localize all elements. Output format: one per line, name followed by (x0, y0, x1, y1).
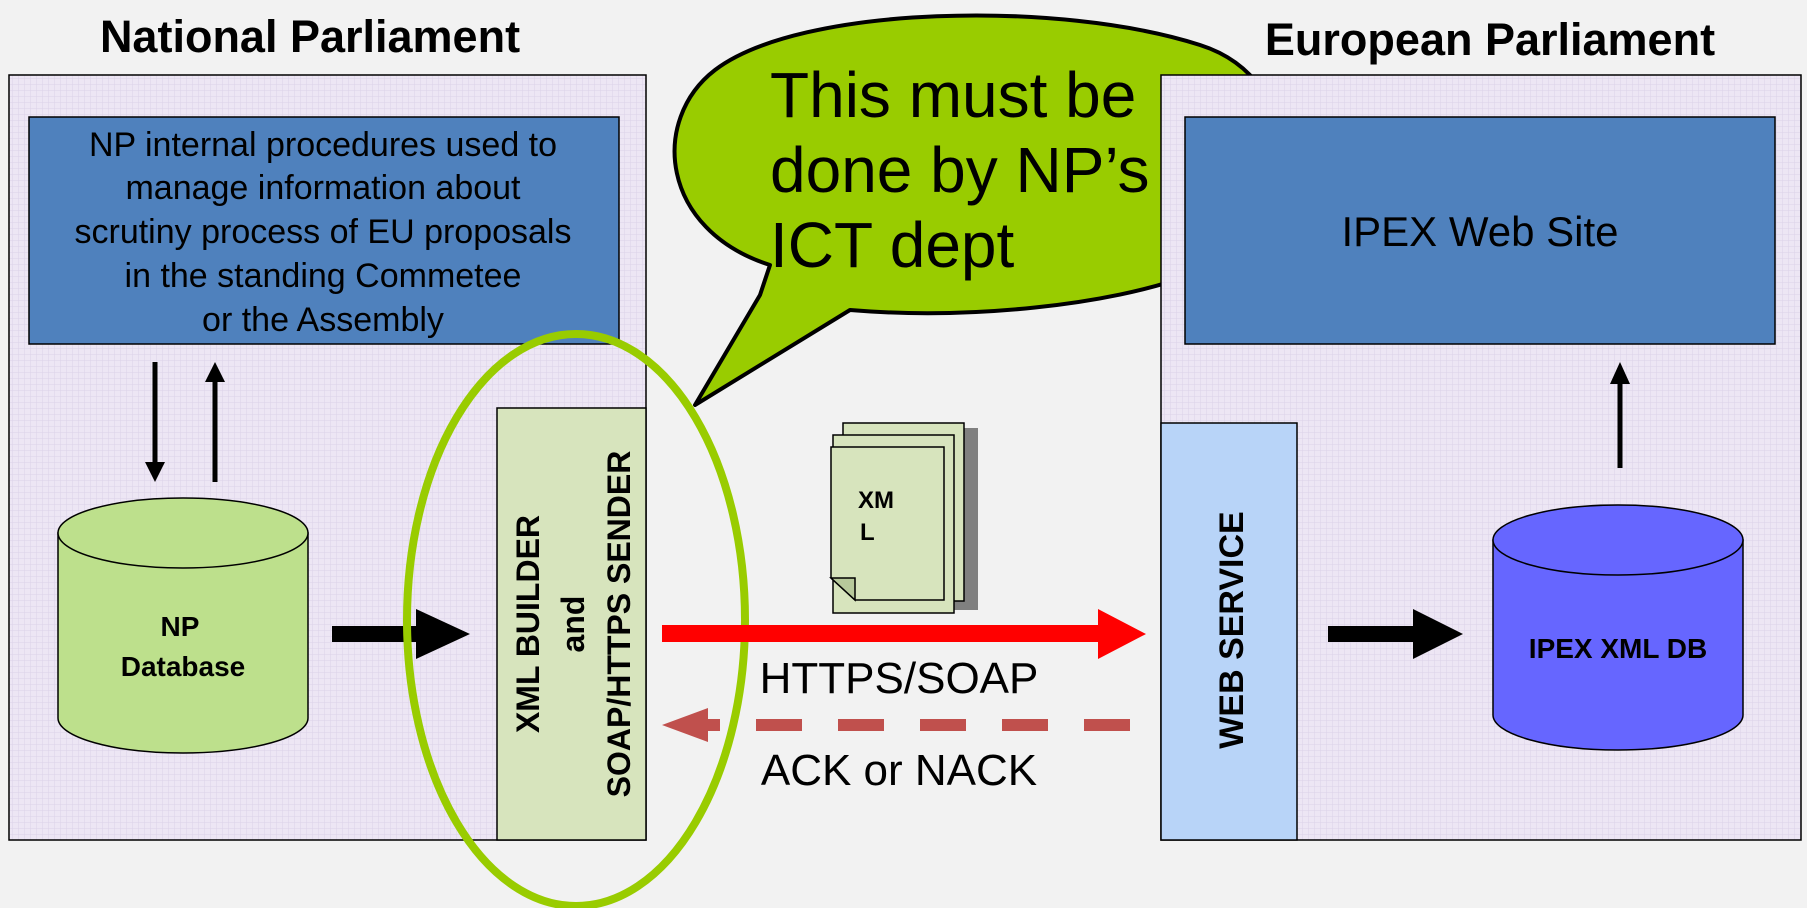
np-internal-procedures-line-2: manage information about (125, 169, 521, 207)
ipex-web-site-label: IPEX Web Site (1341, 208, 1618, 255)
xml-builder-label-2: and (555, 596, 591, 653)
response-label: ACK or NACK (761, 746, 1037, 795)
web-service-label: WEB SERVICE (1213, 511, 1251, 748)
np-database-label-1: NP (161, 611, 200, 642)
ipex-xml-database-label: IPEX XML DB (1529, 633, 1707, 664)
national-parliament-title: National Parliament (100, 11, 520, 62)
callout-line-1: This must be (770, 59, 1136, 131)
xml-builder-label-3: SOAP/HTTPS SENDER (601, 451, 637, 798)
np-sync-arrows (145, 362, 225, 482)
callout-line-2: done by NP’s (770, 134, 1150, 206)
db-to-web-site-arrow (1610, 362, 1630, 468)
np-db-to-builder-arrow (332, 609, 470, 659)
xml-builder-label-1: XML BUILDER (510, 515, 546, 733)
callout-line-3: ICT dept (770, 209, 1015, 281)
np-internal-procedures-box (28, 116, 620, 345)
np-internal-procedures-line-1: NP internal procedures used to (89, 126, 557, 164)
builder-highlight-ellipse (403, 330, 749, 908)
np-database (57, 497, 309, 754)
web-service-box (1160, 422, 1298, 841)
xml-builder-box (496, 407, 647, 841)
np-internal-procedures-line-5: or the Assembly (202, 301, 444, 339)
np-database-label-2: Database (121, 651, 246, 682)
xml-document-label-2: L (860, 519, 875, 546)
xml-document-icon (829, 422, 978, 614)
request-label: HTTPS/SOAP (760, 654, 1039, 703)
ipex-xml-database (1492, 504, 1744, 751)
https-soap-request-arrow (662, 609, 1146, 659)
european-parliament-title: European Parliament (1265, 14, 1715, 65)
ack-nack-response-arrow (662, 708, 1130, 742)
callout-bubble (672, 13, 1284, 407)
ipex-web-site-box (1184, 116, 1776, 345)
xml-document-label-1: XM (858, 487, 894, 514)
np-internal-procedures-line-4: in the standing Commetee (125, 257, 522, 295)
web-service-to-db-arrow (1328, 609, 1463, 659)
np-internal-procedures-line-3: scrutiny process of EU proposals (75, 213, 572, 251)
